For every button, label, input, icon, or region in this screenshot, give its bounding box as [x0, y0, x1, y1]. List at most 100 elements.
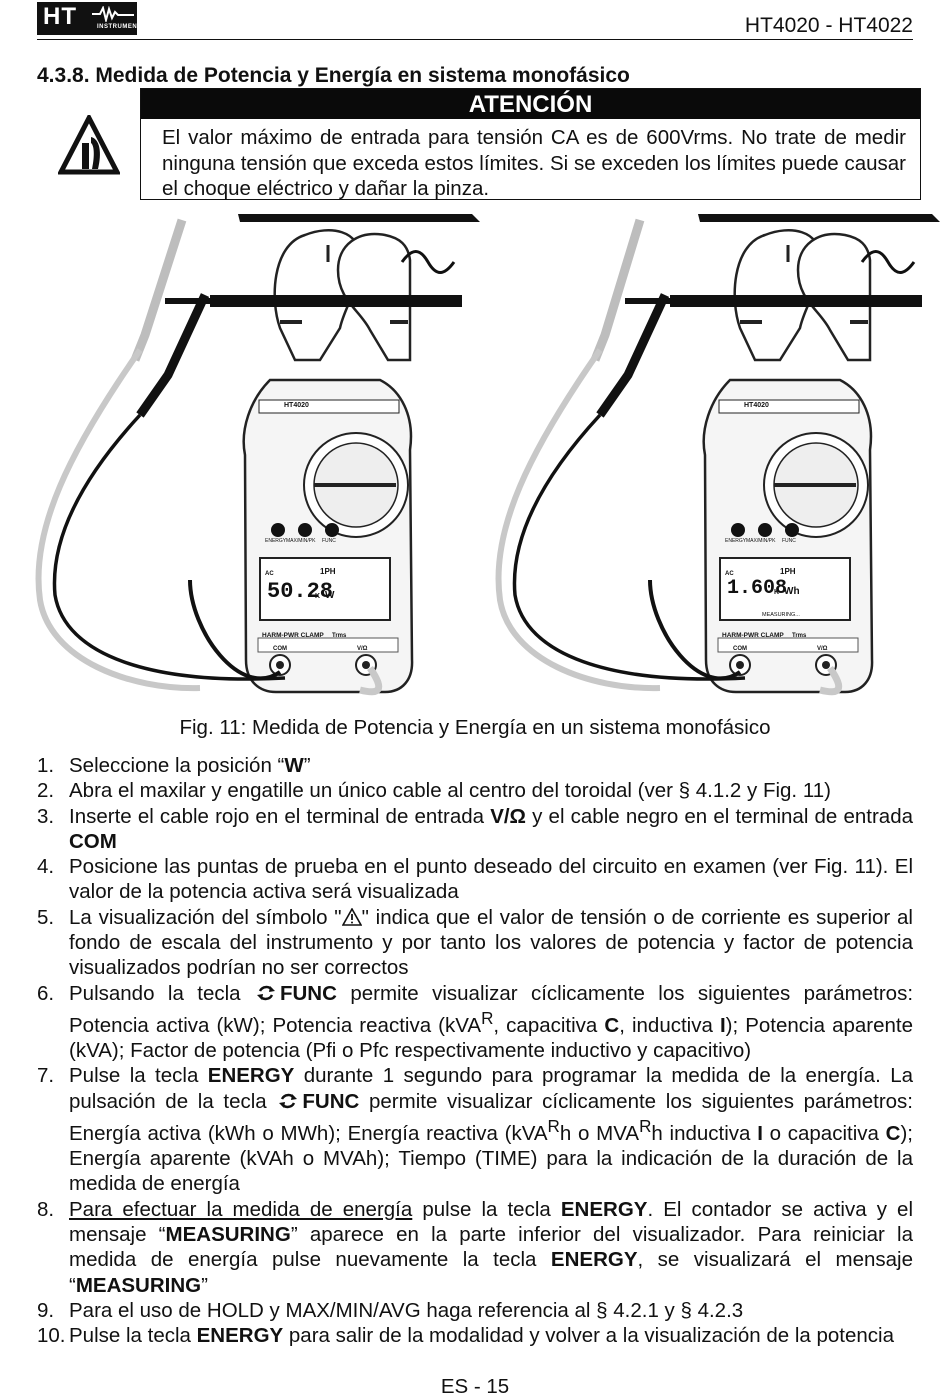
logo-subtext: INSTRUMENTS [97, 24, 146, 30]
model-label-left: HARM-PWR CLAMP [262, 632, 324, 639]
display-unit-prefix-right: K [774, 589, 779, 596]
display-measuring-right: MEASURING... [762, 612, 800, 618]
warning-triangle-icon [58, 115, 120, 175]
black-cable-left [52, 413, 286, 681]
step-text: h inductiva [651, 1121, 758, 1145]
warning-triangle-icon [341, 907, 362, 926]
terminal-vohm-left: V/Ω [357, 646, 368, 652]
clamp-meter-left [165, 214, 480, 692]
step-number: 8. [37, 1197, 55, 1221]
step-number: 10. [37, 1324, 66, 1348]
red-cable-right [495, 348, 661, 692]
step-text: , se visualizará el mensaje “ [69, 1248, 913, 1297]
model-label-right: HARM-PWR CLAMP [722, 632, 784, 639]
display-phase-left: 1PH [320, 567, 336, 576]
section-title: 4.3.8. Medida de Potencia y Energía en s… [37, 64, 630, 87]
warning-title: ATENCIÓN [141, 89, 920, 119]
step-text: La visualización del símbolo " [69, 905, 342, 929]
step-number: 9. [37, 1298, 55, 1322]
step-underlined: Para efectuar la medida de energía [69, 1197, 413, 1221]
step-text: para salir de la modalidad y volver a la… [283, 1324, 894, 1348]
step-bold: ENERGY [196, 1324, 284, 1348]
step-item: 1. Seleccione la posición “W” [37, 753, 913, 778]
step-text: ” [303, 754, 311, 777]
page-number: ES - 15 [440, 1375, 510, 1398]
warning-text: El valor máximo de entrada para tensión … [162, 126, 906, 200]
step-item: 2.Abra el maxilar y engatille un único c… [37, 778, 913, 803]
step-text: " indica que el valor de tensión o de co… [69, 905, 913, 980]
step-superscript: R [547, 1116, 560, 1136]
ac-wave-icon [400, 250, 456, 274]
terminal-com-right: COM [733, 646, 747, 652]
step-bold: ENERGY [560, 1197, 648, 1221]
step-text: permite visualizar cíclicamente los sigu… [69, 1089, 914, 1145]
red-cable-left [35, 348, 201, 692]
step-item: 6.Pulsando la tecla FUNC permite visuali… [37, 981, 913, 1064]
step-text: pulse la tecla [412, 1197, 561, 1221]
step-text: Inserte el cable rojo en el terminal de … [69, 804, 491, 828]
ac-wave-icon [860, 250, 916, 274]
display-ac-right: AC [725, 571, 734, 577]
step-item: 4.Posicione las puntas de prueba en el p… [37, 854, 913, 905]
func-cycle-icon [256, 985, 275, 1000]
button-label-maxmin-right: MAX/MIN/PK [746, 538, 776, 544]
figure-caption: Fig. 11: Medida de Potencia y Energía en… [179, 716, 771, 739]
step-text: , inductiva [619, 1013, 720, 1037]
clamp-meter-figure: HT4020 ENERGY MAX/MIN/PK FUNC AC 1PH 50.… [35, 200, 940, 700]
step-text: permite visualizar cíclicamente los sigu… [69, 981, 914, 1037]
step-number: 7. [37, 1064, 55, 1088]
step-number: 4. [37, 855, 55, 879]
step-text: . El contador se activa y el mensaje “ [69, 1197, 913, 1246]
display-unit-prefix-left: K [315, 593, 320, 600]
step-text: Pulsando la tecla [69, 981, 254, 1005]
black-test-lead-left [136, 293, 210, 418]
step-text: ); Potencia aparente (kVA); Factor de po… [69, 1013, 913, 1063]
step-superscript: R [639, 1116, 652, 1136]
waveform-icon [92, 6, 134, 22]
button-label-maxmin-left: MAX/MIN/PK [286, 538, 316, 544]
step-text: Pulse la tecla [69, 1324, 197, 1348]
document-model: HT4020 - HT4022 [744, 14, 913, 37]
step-bold: W [284, 754, 304, 777]
button-label-energy-right: ENERGY [725, 538, 747, 544]
step-bold: MEASURING [75, 1273, 202, 1297]
step-text: Seleccione la posición “ [69, 754, 285, 777]
step-number: 2. [37, 779, 55, 803]
button-label-func-left: FUNC [322, 538, 336, 544]
trms-label-left: Trms [332, 633, 347, 639]
clamp-meter-right [625, 214, 940, 692]
step-number: 1. [37, 754, 55, 777]
step-superscript: R [481, 1008, 494, 1028]
step-text: o capacitiva [762, 1121, 886, 1145]
step-text: ” [201, 1273, 208, 1297]
step-bold: C [885, 1121, 901, 1145]
ht-logo: HT INSTRUMENTS [37, 2, 145, 35]
step-bold: FUNC [302, 1089, 360, 1113]
display-value-right: 1.608 [727, 577, 787, 600]
logo-text: HT [43, 3, 77, 30]
button-label-func-right: FUNC [782, 538, 796, 544]
red-test-lead-left [130, 218, 187, 362]
steps-list: 1.Seleccione la posición “W” 2.Abra el m… [37, 753, 913, 1348]
func-cycle-icon [279, 1093, 298, 1108]
step-item: 5.La visualización del símbolo "" indica… [37, 905, 913, 981]
red-test-lead-right [590, 218, 645, 362]
display-unit-right: Wh [784, 586, 800, 597]
step-number: 3. [37, 804, 55, 828]
step-text: Para el uso de HOLD y MAX/MIN/AVG haga r… [69, 1298, 744, 1322]
step-bold: MEASURING [165, 1223, 291, 1246]
button-label-energy-left: ENERGY [265, 538, 287, 544]
black-test-lead-right [596, 293, 670, 418]
step-item: 8. Para efectuar la medida de energía pul… [37, 1197, 913, 1298]
step-text: , capacitiva [493, 1013, 605, 1037]
step-bold: C [604, 1013, 620, 1037]
warning-box: ATENCIÓN El valor máximo de entrada para… [140, 88, 921, 200]
step-bold: ENERGY [550, 1248, 638, 1272]
display-ac-left: AC [265, 571, 274, 577]
meter-brand-right: HT4020 [744, 402, 769, 409]
step-item: 3. Inserte el cable rojo en el terminal d… [37, 804, 913, 855]
step-item: 10.Pulse la tecla ENERGY para salir de l… [37, 1323, 913, 1348]
header-divider [37, 39, 913, 40]
step-bold: I [757, 1121, 763, 1145]
step-bold: COM [69, 829, 117, 853]
